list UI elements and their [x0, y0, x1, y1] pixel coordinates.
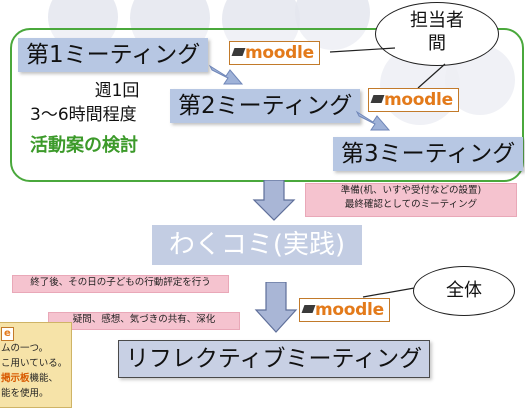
note-line1: ムの一つ。	[1, 343, 49, 354]
moodle-info-note: e ムの一つ。 こ用いている。 掲示板機能、 能を使用。	[0, 322, 72, 408]
down-arrow-1	[252, 180, 296, 221]
frequency-line2: 3～6時間程度	[30, 105, 137, 125]
note-line4: 能を使用。	[1, 388, 49, 399]
moodle-mini-logo: e	[1, 327, 14, 341]
graduation-cap-icon	[370, 95, 385, 103]
meeting-2-box: 第2ミーティング	[170, 89, 361, 123]
reflection-box: リフレクティブミーティング	[118, 340, 430, 378]
frequency-line1: 週1回	[94, 81, 140, 101]
graduation-cap-icon	[301, 305, 316, 313]
speech-bubble-all: 全体	[413, 266, 515, 316]
discussion-note: 疑問、感想、気づきの共有、深化	[48, 312, 240, 330]
arrow-m1-m2	[208, 64, 244, 85]
meeting-1-box: 第1ミーティング	[18, 38, 209, 72]
note-line2: こ用いている。	[1, 358, 68, 369]
speech-staff-line1: 担当者	[410, 10, 464, 31]
meeting-3-box: 第3ミーティング	[333, 137, 524, 171]
plan-review-label: 活動案の検討	[30, 135, 138, 156]
practice-box: わくコミ(実践)	[152, 225, 362, 265]
moodle-logo-3: moodle	[299, 298, 390, 322]
note-line3: 掲示板機能、	[1, 373, 59, 384]
speech-bubble-staff: 担当者 間	[375, 2, 499, 66]
speech-all-text: 全体	[446, 280, 482, 301]
arrow-m2-m3	[355, 110, 391, 131]
speech-staff-line2: 間	[428, 33, 446, 54]
moodle-logo-2: moodle	[368, 88, 459, 112]
moodle-logo-1: moodle	[229, 41, 320, 65]
down-arrow-2	[254, 282, 298, 333]
after-note: 終了後、その日の子どもの行動評定を行う	[12, 275, 229, 293]
prep-note: 準備(机、いすや受付などの設置) 最終確認としてのミーティング	[305, 183, 517, 217]
prep-note-line2: 最終確認としてのミーティング	[344, 199, 478, 210]
prep-note-line1: 準備(机、いすや受付などの設置)	[340, 185, 482, 196]
